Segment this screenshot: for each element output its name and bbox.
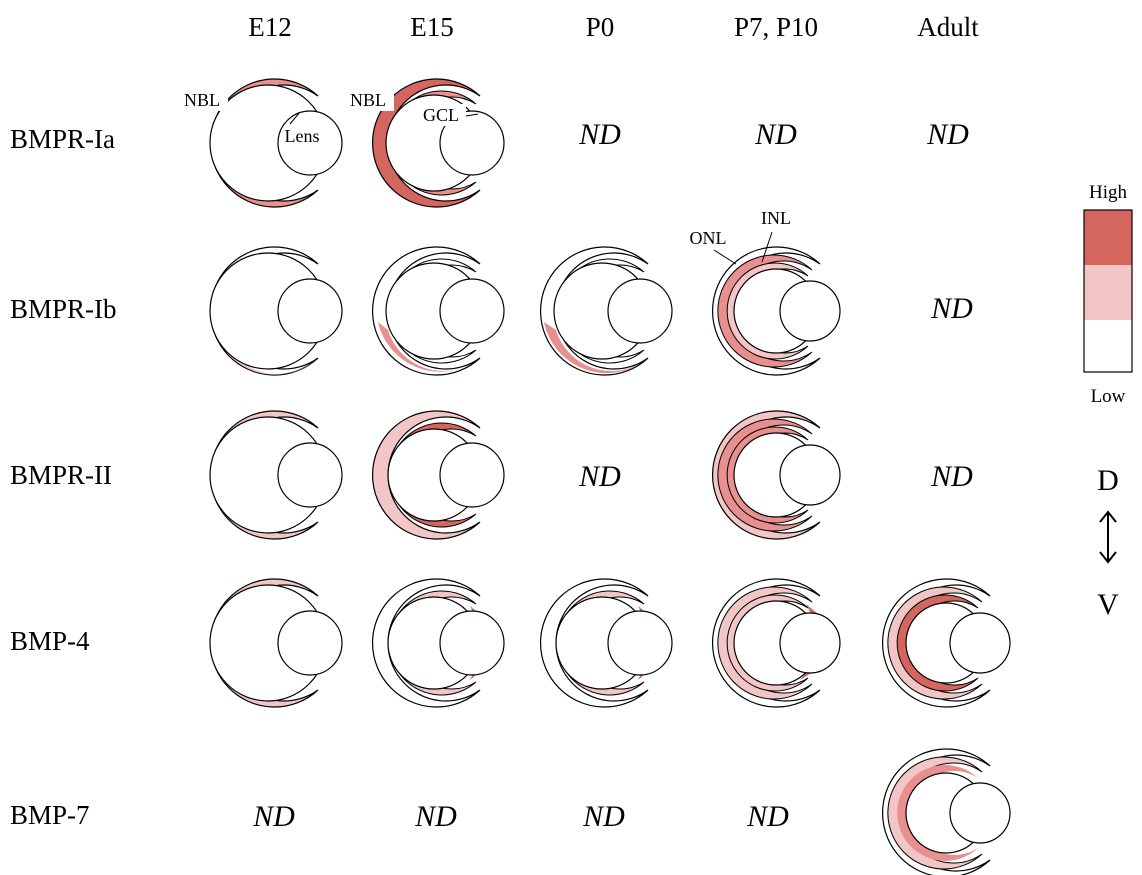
- row-label-bmpr-ib: BMPR-Ib: [10, 294, 117, 324]
- nd-bmpr-ia-p7: ND: [754, 118, 797, 151]
- column-header-adult: Adult: [917, 12, 979, 42]
- legend-scale: [1083, 209, 1133, 373]
- column-header-e12: E12: [248, 12, 292, 42]
- row-label-bmp-4: BMP-4: [10, 626, 90, 656]
- row-label-bmp-7: BMP-7: [10, 800, 90, 830]
- column-header-e15: E15: [410, 12, 454, 42]
- row-label-bmpr-ia: BMPR-Ia: [10, 124, 115, 154]
- label-nbl-e15: NBL: [350, 90, 386, 110]
- eye-bmpr-ib-p7: [712, 246, 841, 376]
- eye-bmpr-ib-p0: [540, 246, 673, 376]
- label-onl: ONL: [690, 228, 727, 248]
- eye-bmpr-ib-e15: [372, 246, 505, 376]
- nd-bmpr-ia-adult: ND: [926, 118, 969, 151]
- label-inl: INL: [761, 208, 791, 228]
- label-gcl: GCL: [423, 105, 459, 125]
- dorsal-label: D: [1097, 464, 1119, 497]
- column-header-p7-p10: P7, P10: [734, 12, 818, 42]
- eye-bmp-4-e12: [209, 578, 343, 708]
- nd-bmp-7-p0: ND: [582, 800, 625, 833]
- nd-bmp-7-e12: ND: [252, 800, 295, 833]
- column-header-p0: P0: [586, 12, 615, 42]
- legend-high-label: High: [1089, 182, 1128, 203]
- eye-bmpr-ib-e12: [209, 246, 343, 376]
- eye-bmp-4-p0: [540, 578, 673, 708]
- eye-bmpr-ia-e12: [209, 78, 343, 208]
- eye-bmpr-ii-p7: [712, 410, 841, 540]
- label-lens: Lens: [285, 126, 320, 146]
- nd-bmp-7-e15: ND: [414, 800, 457, 833]
- ventral-label: V: [1097, 588, 1119, 621]
- nd-bmp-7-p7: ND: [746, 800, 789, 833]
- row-label-bmpr-ii: BMPR-II: [10, 460, 112, 490]
- eye-bmp-4-adult: [882, 578, 1011, 708]
- eye-bmp-7-adult: [882, 748, 1011, 875]
- nd-bmpr-ia-p0: ND: [578, 118, 621, 151]
- eye-bmp-4-e15: [372, 578, 505, 708]
- eye-bmpr-ii-e15: [372, 410, 505, 540]
- dorsal-ventral-arrow-icon: [1099, 510, 1117, 564]
- label-nbl-e12: NBL: [184, 90, 220, 110]
- legend-low-label: Low: [1091, 386, 1126, 407]
- eye-bmp-4-p7: [712, 578, 841, 708]
- nd-bmpr-ii-adult: ND: [930, 460, 973, 493]
- eye-bmpr-ii-e12: [209, 410, 343, 540]
- nd-bmpr-ii-p0: ND: [578, 460, 621, 493]
- nd-bmpr-ib-adult: ND: [930, 292, 973, 325]
